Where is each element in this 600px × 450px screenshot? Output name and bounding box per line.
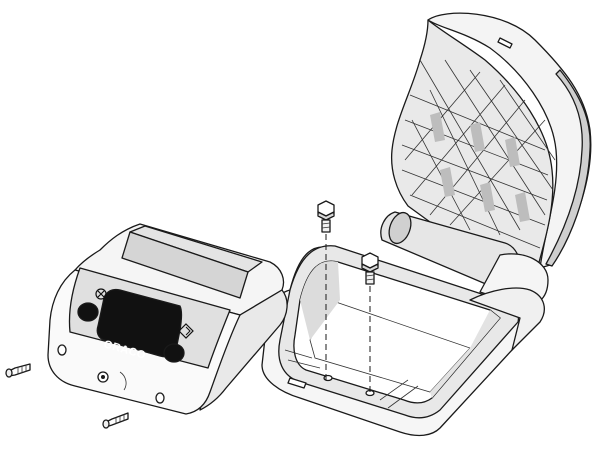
hex-screw-lower — [361, 252, 379, 395]
front-faceplate: GRACO — [47, 223, 288, 415]
machine-screw-right — [102, 412, 129, 429]
enter-diamond-icon — [178, 323, 194, 339]
front-hole-left — [57, 344, 67, 356]
base-housing — [261, 245, 545, 437]
hex-screw-upper — [317, 200, 335, 380]
cancel-x-icon — [95, 288, 107, 300]
left-button — [77, 302, 99, 322]
right-button — [163, 343, 185, 363]
lid-rib-shading — [430, 112, 530, 222]
hinged-lid — [390, 12, 592, 269]
machine-screw-left — [5, 363, 31, 378]
front-hole-right — [155, 392, 165, 404]
